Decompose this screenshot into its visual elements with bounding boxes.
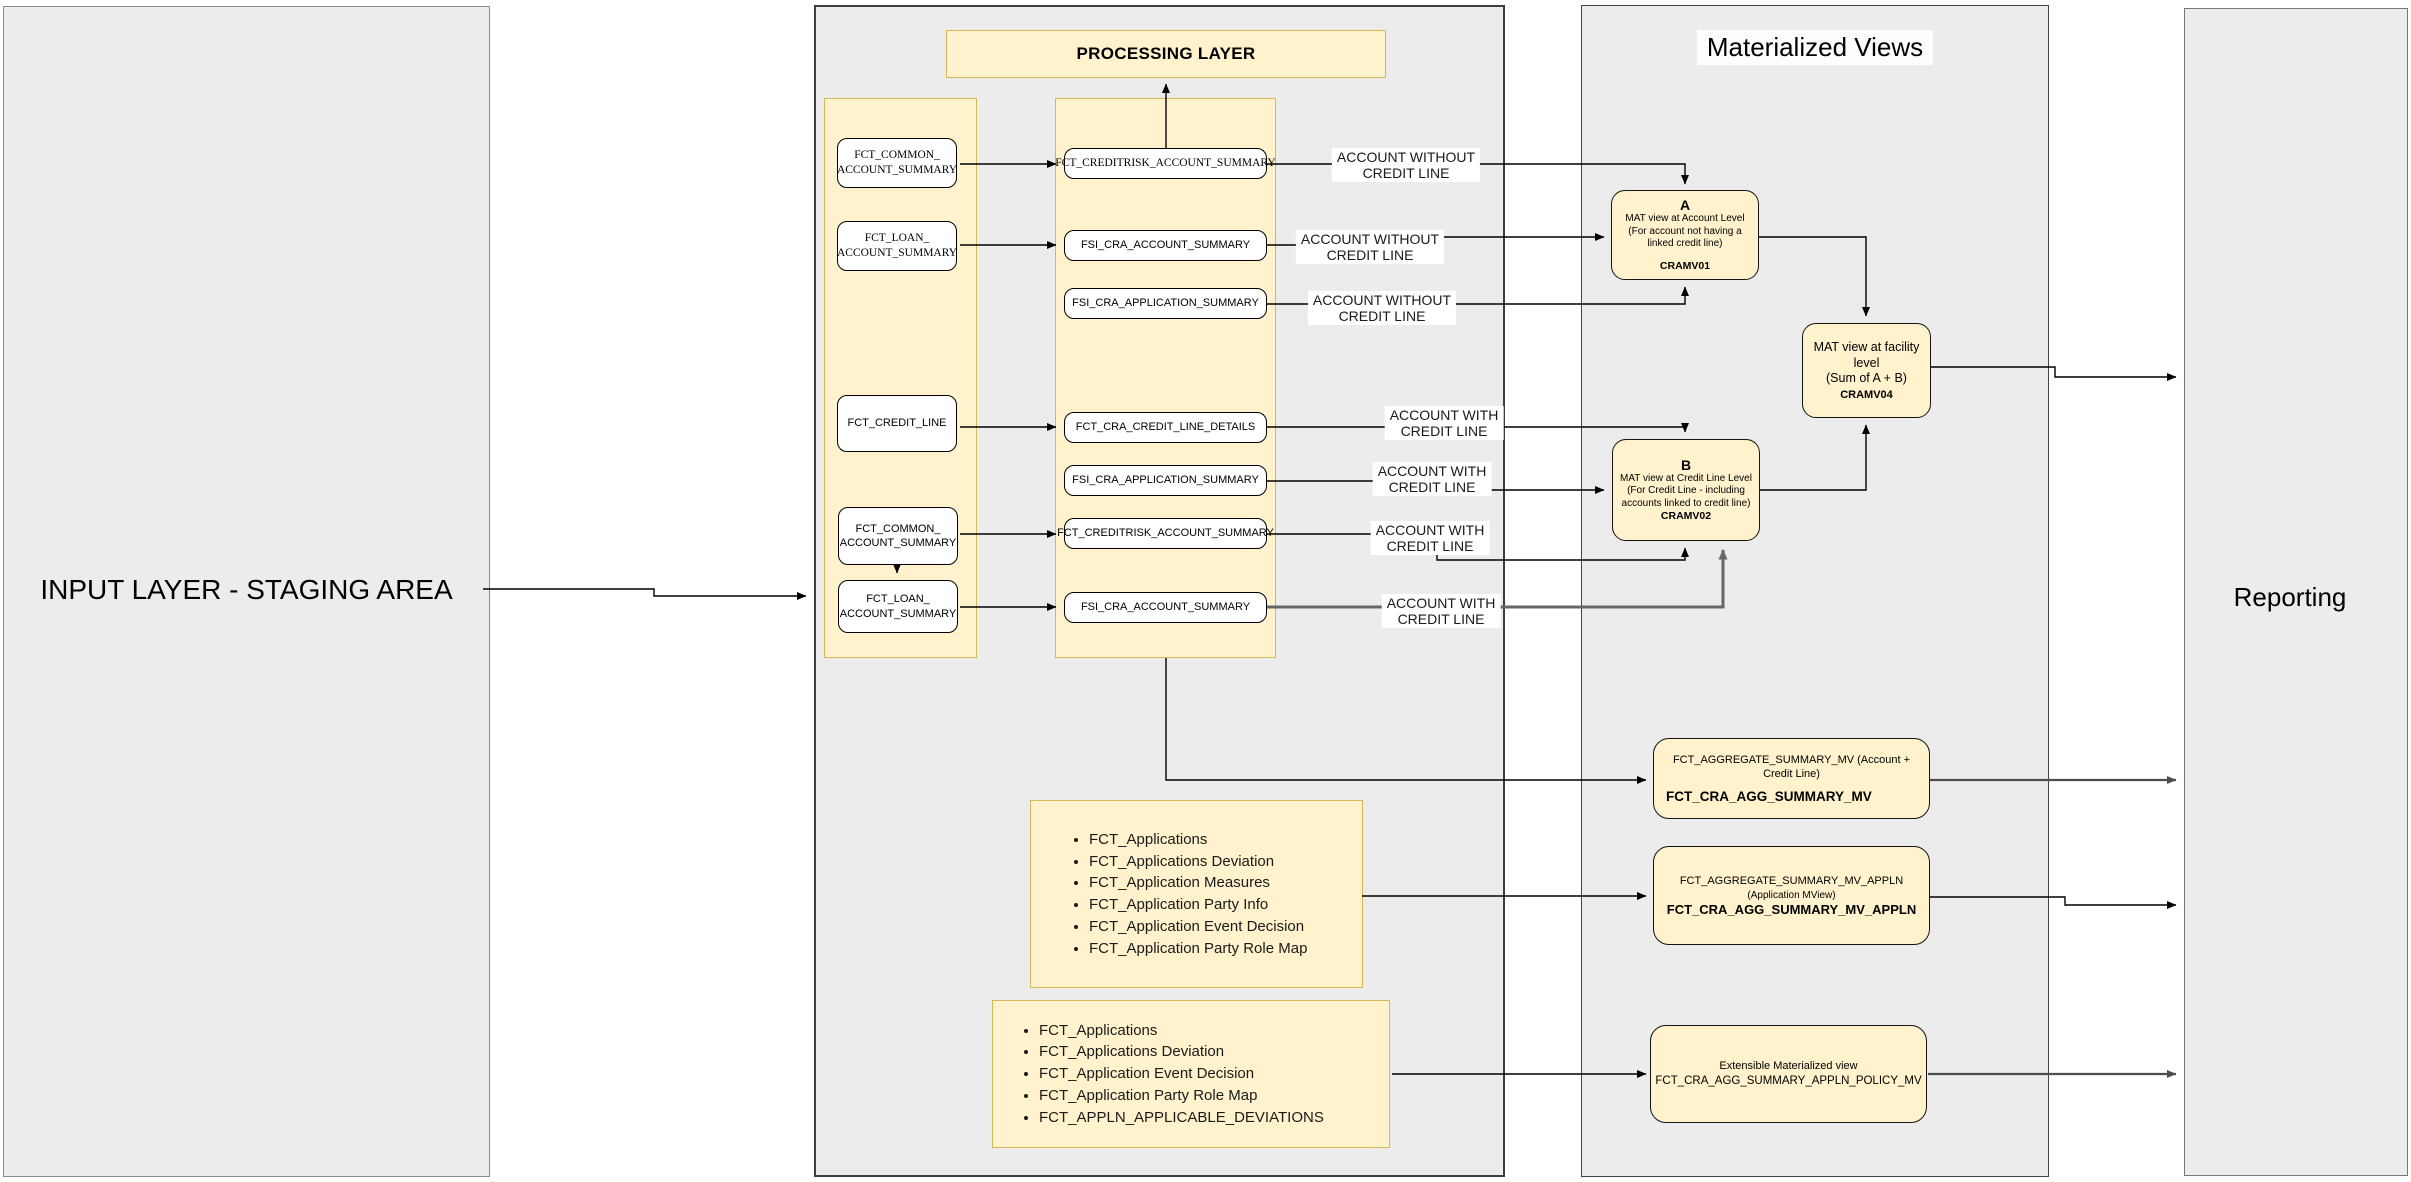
edge-label-account-with-credit-line-2: ACCOUNT WITH CREDIT LINE (1372, 462, 1492, 497)
staging-box-fct-loan-account-summary-2: FCT_LOAN_ ACCOUNT_SUMMARY (838, 580, 958, 633)
processing-box-fsi-cra-application-summary-1: FSI_CRA_APPLICATION_SUMMARY (1064, 288, 1267, 319)
processing-box-fct-creditrisk-account-summary-2: FCT_CREDITRISK_ACCOUNT_SUMMARY (1057, 518, 1274, 549)
input-layer-title: INPUT LAYER - STAGING AREA (40, 574, 453, 605)
agg-policy-title: Extensible Materialized view (1719, 1060, 1858, 1073)
mat-view-a-cramv01: A MAT view at Account Level (For account… (1611, 190, 1759, 280)
list-item: FCT_Application Event Decision (1089, 916, 1307, 938)
materialized-views-title: Materialized Views (1696, 30, 1934, 65)
list-item: FCT_Applications (1039, 1020, 1324, 1042)
edge-label-account-without-credit-line-2: ACCOUNT WITHOUT CREDIT LINE (1295, 230, 1445, 265)
agg-mv-name: FCT_CRA_AGG_SUMMARY_MV (1666, 789, 1872, 805)
processing-box-fsi-cra-account-summary-2: FSI_CRA_ACCOUNT_SUMMARY (1064, 592, 1267, 623)
mat-view-facility-cramv04: MAT view at facility level (Sum of A + B… (1802, 323, 1931, 418)
agg-mv-title: FCT_AGGREGATE_SUMMARY_MV (Account + Cred… (1672, 753, 1911, 780)
staging-box-fct-common-account-summary-1: FCT_COMMON_ ACCOUNT_SUMMARY (837, 138, 957, 188)
processing-layer-header: PROCESSING LAYER (946, 30, 1386, 78)
list-item: FCT_Application Party Role Map (1039, 1085, 1324, 1107)
list-item: FCT_Applications Deviation (1039, 1041, 1324, 1063)
fct-cra-agg-summary-mv-box: FCT_AGGREGATE_SUMMARY_MV (Account + Cred… (1653, 738, 1930, 819)
edge-label-account-without-credit-line-3: ACCOUNT WITHOUT CREDIT LINE (1307, 291, 1457, 326)
fct-cra-agg-summary-mv-appln-box: FCT_AGGREGATE_SUMMARY_MV_APPLN (Applicat… (1653, 846, 1930, 945)
list-item: FCT_Application Measures (1089, 872, 1307, 894)
staging-box-fct-common-account-summary-2: FCT_COMMON_ ACCOUNT_SUMMARY (838, 507, 958, 565)
agg-mv-appln-title: FCT_AGGREGATE_SUMMARY_MV_APPLN (1679, 875, 1904, 888)
list-item: FCT_Applications (1089, 829, 1307, 851)
processing-box-fsi-cra-application-summary-2: FSI_CRA_APPLICATION_SUMMARY (1064, 465, 1267, 496)
list-item: FCT_Applications Deviation (1089, 851, 1307, 873)
agg-policy-name: FCT_CRA_AGG_SUMMARY_APPLN_POLICY_MV (1655, 1074, 1922, 1087)
edge-label-account-with-credit-line-4: ACCOUNT WITH CREDIT LINE (1381, 594, 1501, 629)
connector-input-to-processing (483, 588, 807, 600)
mat-view-a-letter: A (1679, 197, 1691, 214)
staging-box-fct-loan-account-summary-1: FCT_LOAN_ ACCOUNT_SUMMARY (837, 221, 957, 271)
fct-cra-agg-summary-appln-policy-mv-box: Extensible Materialized view FCT_CRA_AGG… (1650, 1025, 1927, 1123)
agg-mv-appln-name: FCT_CRA_AGG_SUMMARY_MV_APPLN (1666, 901, 1917, 917)
mat-view-a-code: CRAMV01 (1659, 259, 1711, 272)
mat-view-facility-desc: MAT view at facility level (Sum of A + B… (1813, 340, 1920, 386)
input-layer-panel (3, 6, 490, 1177)
processing-column (1055, 98, 1276, 658)
processing-box-fct-creditrisk-account-summary-1: FCT_CREDITRISK_ACCOUNT_SUMMARY (1055, 148, 1276, 179)
application-tables-list-2: FCT_Applications FCT_Applications Deviat… (992, 1000, 1390, 1148)
list-item: FCT_Application Party Role Map (1089, 938, 1307, 960)
mat-view-a-desc: MAT view at Account Level (For account n… (1625, 213, 1745, 250)
mat-view-b-cramv02: B MAT view at Credit Line Level (For Cre… (1612, 439, 1760, 541)
processing-box-fsi-cra-account-summary-1: FSI_CRA_ACCOUNT_SUMMARY (1064, 230, 1267, 261)
application-tables-list-1: FCT_Applications FCT_Applications Deviat… (1030, 800, 1363, 988)
mat-view-b-desc: MAT view at Credit Line Level (For Credi… (1620, 472, 1752, 509)
materialized-views-panel (1581, 5, 2049, 1177)
reporting-title: Reporting (2233, 582, 2347, 612)
edge-label-account-with-credit-line-1: ACCOUNT WITH CREDIT LINE (1384, 406, 1504, 441)
agg-mv-appln-subtitle: (Application MView) (1747, 889, 1836, 901)
edge-label-account-with-credit-line-3: ACCOUNT WITH CREDIT LINE (1370, 521, 1490, 556)
edge-label-account-without-credit-line-1: ACCOUNT WITHOUT CREDIT LINE (1331, 148, 1481, 183)
mat-view-facility-code: CRAMV04 (1840, 388, 1893, 401)
list-item: FCT_APPLN_APPLICABLE_DEVIATIONS (1039, 1107, 1324, 1129)
staging-box-fct-credit-line: FCT_CREDIT_LINE (837, 395, 957, 452)
list-item: FCT_Application Party Info (1089, 894, 1307, 916)
mat-view-b-code: CRAMV02 (1660, 510, 1712, 523)
list-item: FCT_Application Event Decision (1039, 1063, 1324, 1085)
mat-view-b-letter: B (1680, 456, 1692, 473)
reporting-panel (2184, 8, 2408, 1176)
processing-box-fct-cra-credit-line-details: FCT_CRA_CREDIT_LINE_DETAILS (1064, 412, 1267, 443)
